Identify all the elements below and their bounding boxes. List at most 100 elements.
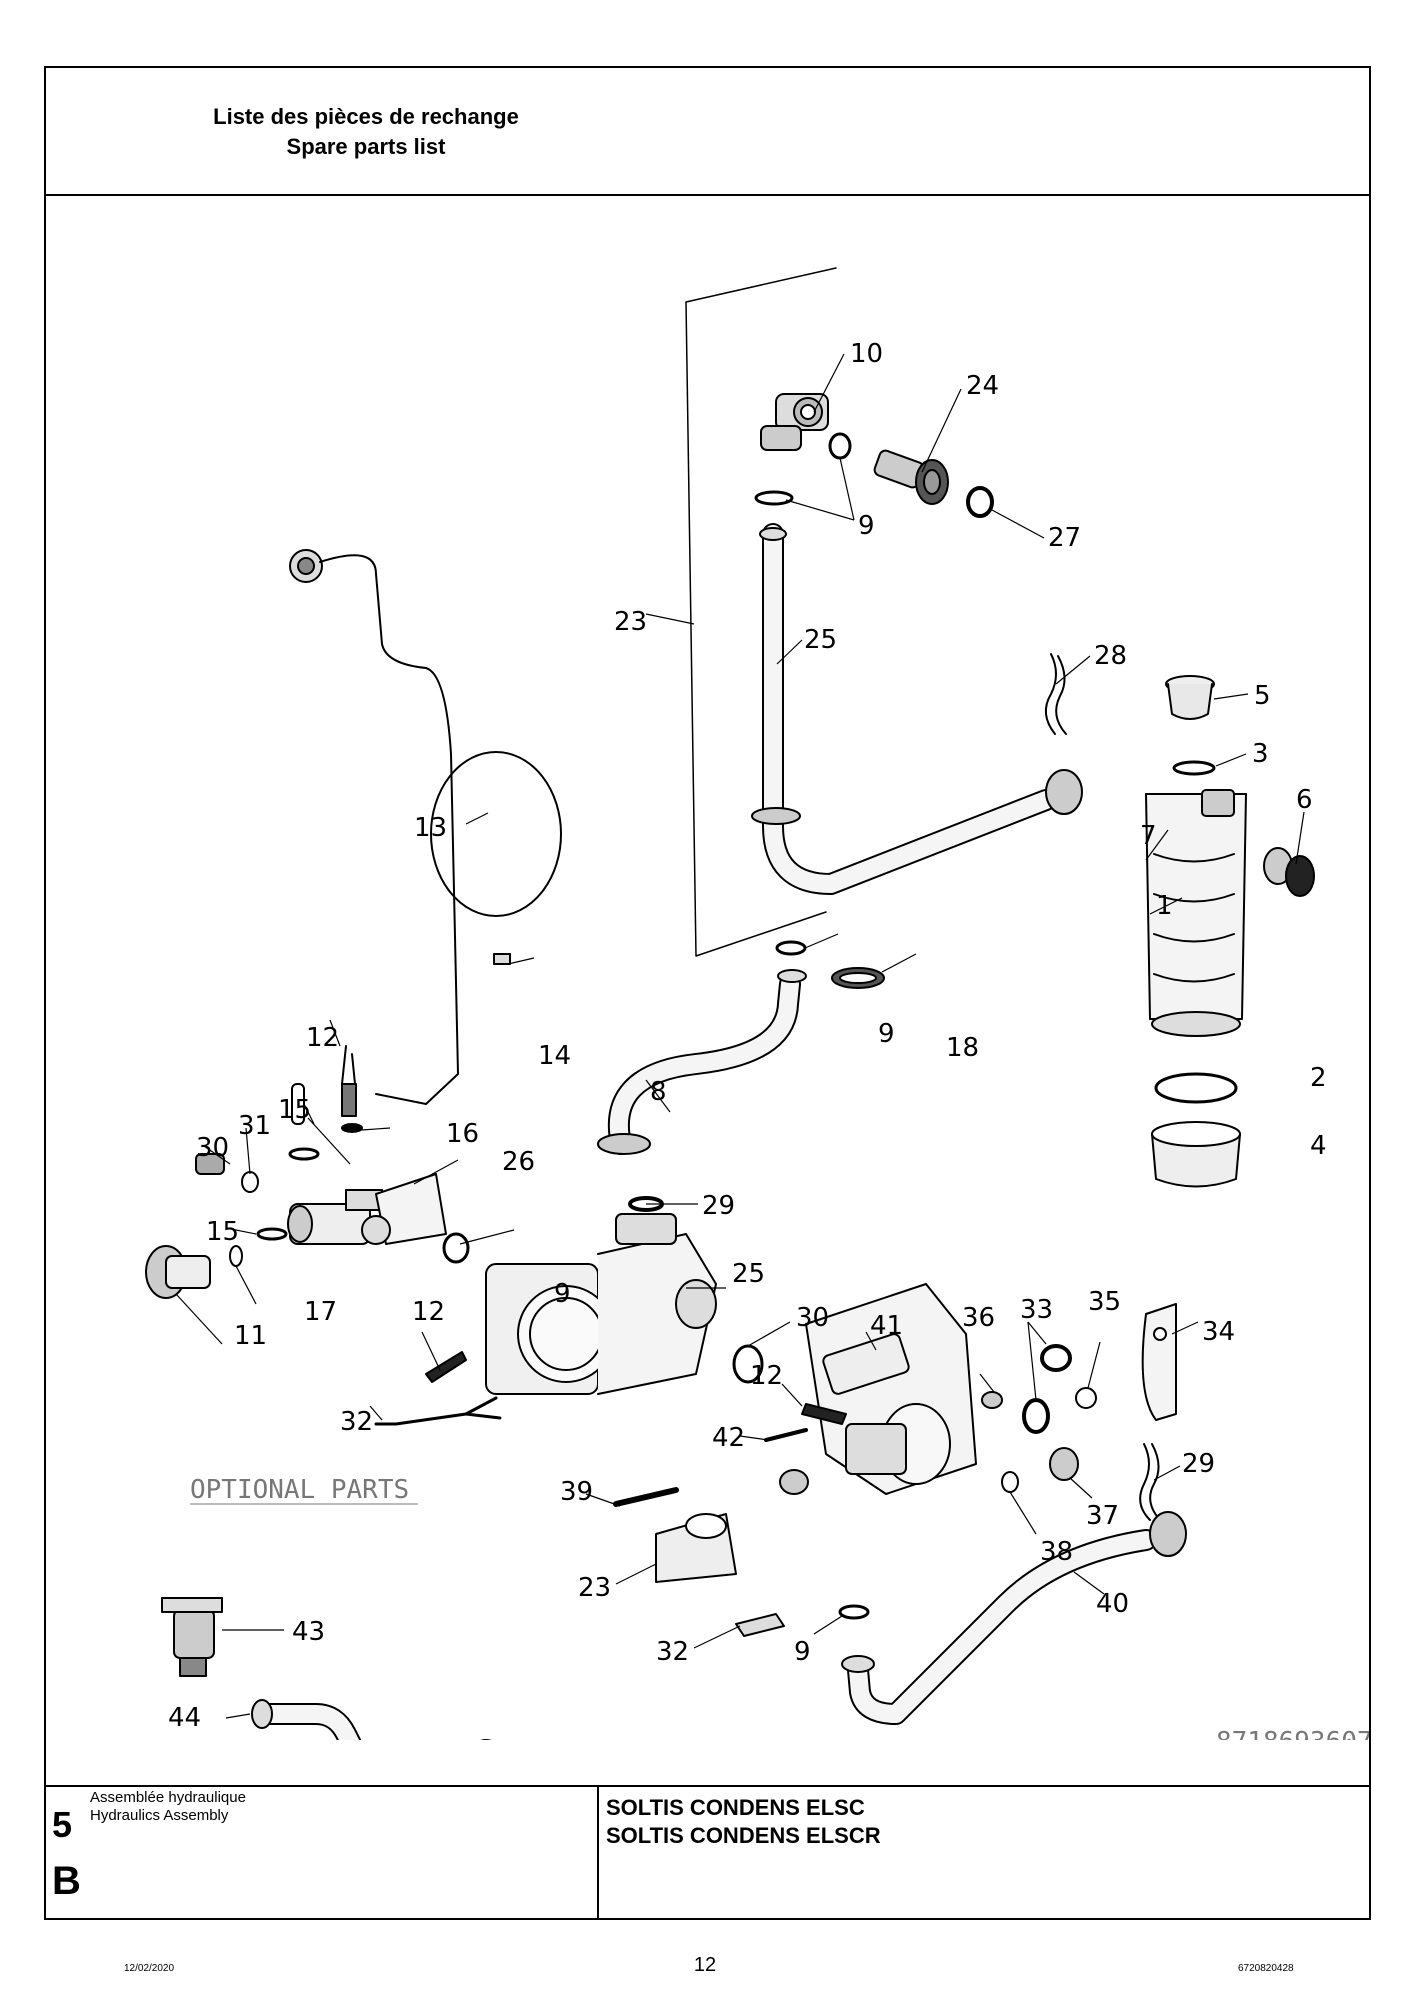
callout-10: 10 bbox=[850, 339, 883, 369]
part-44-optional-pipe bbox=[251, 1699, 492, 1740]
callout-25: 26 bbox=[502, 1147, 535, 1177]
part-18-clamp bbox=[831, 967, 885, 989]
callout-26: 30 bbox=[196, 1133, 229, 1163]
part-5-cap bbox=[1165, 675, 1215, 720]
callout-34: 34 bbox=[1202, 1317, 1235, 1347]
section-letter: B bbox=[52, 1859, 81, 1903]
part-4-cup bbox=[1151, 1121, 1241, 1188]
part-37-nipple bbox=[1049, 1447, 1079, 1481]
callout-29: 30 bbox=[796, 1303, 829, 1333]
callout-19: 23 bbox=[614, 607, 647, 637]
part-16-sensor bbox=[341, 1045, 363, 1133]
callout-39: 39 bbox=[560, 1477, 593, 1507]
footer-box: 5 B Assemblée hydraulique Hydraulics Ass… bbox=[46, 1785, 1369, 1918]
part-33-oring bbox=[1022, 1398, 1050, 1434]
callout-43: 43 bbox=[292, 1617, 325, 1647]
callout-17: 17 bbox=[304, 1297, 337, 1327]
callout-15: 15 bbox=[278, 1095, 311, 1125]
title-french: Liste des pièces de rechange bbox=[213, 104, 519, 129]
part-13-sensor-cable bbox=[289, 549, 562, 1105]
footer-divider bbox=[597, 1787, 599, 1918]
part-38-oring bbox=[1001, 1471, 1019, 1493]
part-22-oring bbox=[966, 486, 994, 518]
callout-12: 12 bbox=[306, 1023, 339, 1053]
callout-9: 9 bbox=[794, 1637, 811, 1667]
callout-40: 40 bbox=[1096, 1589, 1129, 1619]
callout-6: 6 bbox=[1296, 785, 1313, 815]
callout-27: 31 bbox=[238, 1111, 271, 1141]
part-24-pump bbox=[485, 1213, 717, 1395]
print-date: 12/02/2020 bbox=[124, 1963, 175, 1974]
callout-13: 13 bbox=[414, 813, 447, 843]
part-43-optional-valve bbox=[161, 1597, 223, 1677]
callout-24: 25 bbox=[732, 1259, 765, 1289]
callout-38: 38 bbox=[1040, 1537, 1073, 1567]
callout-4: 4 bbox=[1310, 1131, 1327, 1161]
part-1-housing bbox=[1145, 789, 1247, 1037]
page-frame: Liste des pièces de rechange Spare parts… bbox=[44, 66, 1371, 1920]
callout-20: 24 bbox=[966, 371, 999, 401]
callout-32: 32 bbox=[656, 1637, 689, 1667]
section-number: 5 bbox=[52, 1804, 73, 1845]
part-31-bracket bbox=[655, 1513, 737, 1583]
title-english: Spare parts list bbox=[286, 134, 446, 159]
part-9-oring bbox=[442, 1232, 470, 1264]
callout-33: 33 bbox=[1020, 1295, 1053, 1325]
callout-23: 29 bbox=[1182, 1449, 1215, 1479]
part-14-clip bbox=[493, 953, 511, 965]
part-27-oring bbox=[241, 1171, 259, 1193]
part-9-oring bbox=[838, 1604, 870, 1620]
callout-9: 9 bbox=[878, 1019, 895, 1049]
part-17-oring bbox=[229, 1245, 243, 1267]
callout-28: 29 bbox=[702, 1191, 735, 1221]
callout-41: 41 bbox=[870, 1311, 903, 1341]
callout-31: 23 bbox=[578, 1573, 611, 1603]
callout-23: 28 bbox=[1094, 641, 1127, 671]
callout-36: 36 bbox=[962, 1303, 995, 1333]
callout-7: 7 bbox=[1140, 821, 1157, 851]
part-32-clip bbox=[735, 1613, 785, 1637]
part-9-oring bbox=[775, 940, 807, 956]
callout-numbers: 10 24 9 27 23 25 28 5 3 6 7 1 13 12 14 8… bbox=[168, 339, 1327, 1733]
part-6-plug bbox=[1263, 847, 1315, 897]
part-2-oring bbox=[1154, 1072, 1238, 1104]
wall-panel-outline bbox=[685, 267, 837, 957]
part-34-bracket bbox=[1141, 1303, 1177, 1421]
part-21-pipe bbox=[751, 523, 1083, 895]
model-name-2: SOLTIS CONDENS ELSCR bbox=[606, 1823, 881, 1848]
callout-44: 44 bbox=[168, 1703, 201, 1733]
page-number: 12 bbox=[693, 1954, 717, 1976]
part-8-pipe bbox=[597, 969, 807, 1155]
part-20-connector bbox=[873, 449, 949, 505]
model-name-1: SOLTIS CONDENS ELSC bbox=[606, 1795, 865, 1820]
callout-37: 37 bbox=[1086, 1501, 1119, 1531]
part-42-screw bbox=[764, 1428, 808, 1442]
callout-21: 25 bbox=[804, 625, 837, 655]
callout-3: 3 bbox=[1252, 739, 1269, 769]
part-12-clip bbox=[801, 1403, 847, 1425]
part-35-seal bbox=[1075, 1387, 1097, 1409]
exploded-view-diagram: 10 24 9 27 23 25 28 5 3 6 7 1 13 12 14 8… bbox=[145, 267, 1369, 1740]
optional-parts-label: OPTIONAL PARTS bbox=[190, 1475, 409, 1505]
callout-18: 18 bbox=[946, 1033, 979, 1063]
part-33-oring bbox=[1040, 1344, 1072, 1372]
callout-11: 11 bbox=[234, 1321, 267, 1351]
drawing-reference: 8718693607 bbox=[1216, 1727, 1369, 1740]
callout-8: 8 bbox=[650, 1077, 667, 1107]
callout-15: 15 bbox=[206, 1217, 239, 1247]
part-41-valve-assembly bbox=[779, 1283, 977, 1495]
leader-lines bbox=[175, 353, 1305, 1719]
callout-2: 2 bbox=[1310, 1063, 1327, 1093]
callout-5: 5 bbox=[1254, 681, 1271, 711]
part-23-clip bbox=[1139, 1443, 1161, 1521]
part-30-fork bbox=[374, 1396, 502, 1426]
part-12-clip bbox=[425, 1351, 467, 1383]
callout-22: 27 bbox=[1048, 523, 1081, 553]
part-25-valve-body bbox=[287, 1173, 447, 1245]
part-9-oring bbox=[828, 432, 852, 460]
part-3-oring bbox=[1172, 760, 1216, 776]
callout-9: 9 bbox=[554, 1279, 571, 1309]
callout-9: 9 bbox=[858, 511, 875, 541]
callout-35: 35 bbox=[1088, 1287, 1121, 1317]
part-11-connector bbox=[145, 1245, 211, 1299]
